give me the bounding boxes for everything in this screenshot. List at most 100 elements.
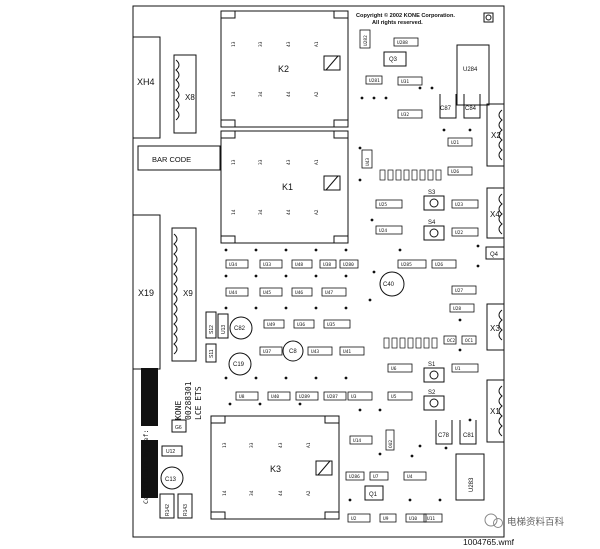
svg-text:13: 13 (231, 159, 237, 165)
c8-capacitor: C8 (282, 340, 304, 362)
solder-pad (348, 498, 352, 502)
svg-text:C81: C81 (463, 433, 475, 439)
svg-text:R143: R143 (183, 504, 189, 516)
solder-pad (298, 402, 302, 406)
solder-pad (430, 86, 434, 90)
x3-label: X3 (490, 324, 500, 333)
oc2-label: OC2 (447, 338, 455, 344)
svg-text:33: 33 (258, 41, 264, 47)
solder-pad (368, 298, 372, 302)
x4-connector: X4 (486, 187, 505, 239)
svg-text:34: 34 (249, 490, 255, 496)
svg-text:S2: S2 (428, 390, 436, 396)
solder-pad (314, 376, 318, 380)
solder-pad (410, 454, 414, 458)
svg-text:Q3: Q3 (389, 57, 398, 63)
certificate-label: Certificate by Ref: (142, 430, 150, 504)
svg-text:C40: C40 (383, 282, 395, 288)
u26-chip: U26 (447, 166, 473, 176)
copyright-line-1: Copyright © 2002 KONE Corporation. (356, 12, 455, 19)
u26-chip: U26 (431, 259, 457, 269)
resistor-bank-element (395, 169, 402, 181)
u26-label: U26 (435, 262, 443, 268)
solder-pad (344, 306, 348, 310)
svg-text:43: 43 (286, 41, 292, 47)
c13-capacitor: C13 (160, 466, 184, 490)
u1-label: U1 (455, 366, 461, 372)
ou2-label: OU2 (388, 440, 394, 448)
solder-pad (358, 408, 362, 412)
solder-pad (360, 96, 364, 100)
resistor-bank-element (419, 169, 426, 181)
u2-label: U2 (351, 516, 357, 522)
u10-label: U10 (409, 516, 417, 522)
svg-text:44: 44 (286, 91, 292, 97)
r142-resistor (159, 493, 175, 519)
solder-pad (442, 128, 446, 132)
c19-capacitor: C19 (228, 352, 252, 376)
svg-text:44: 44 (286, 209, 292, 215)
u46-chip: U46 (291, 287, 313, 297)
watermark: 电梯资料百科 (484, 513, 565, 528)
x1-connector: X1 (486, 379, 505, 443)
resistor-bank-element (423, 337, 430, 349)
svg-text:S3: S3 (428, 190, 436, 196)
u285-chip: U285 (397, 259, 427, 269)
u3-chip: U3 (347, 391, 373, 401)
u5-chip: U5 (387, 391, 413, 401)
svg-text:A1: A1 (306, 442, 312, 448)
u14-label: U14 (353, 438, 361, 444)
u9-chip: U9 (379, 513, 397, 523)
svg-text:S12: S12 (209, 325, 215, 334)
u33-label: U33 (263, 262, 271, 268)
solder-pad (418, 86, 422, 90)
u35-label: U35 (327, 322, 335, 328)
q1-transistor: Q1 (364, 485, 384, 501)
u31-chip: U31 (397, 76, 423, 86)
u21-label: U21 (451, 140, 459, 146)
svg-text:S11: S11 (209, 349, 215, 358)
u284-component (456, 44, 490, 106)
u287-chip: U287 (323, 391, 347, 401)
solder-pads (224, 86, 480, 502)
solder-pad (458, 318, 462, 322)
u289-chip: U289 (295, 391, 319, 401)
u4-chip: U4 (403, 471, 427, 481)
relay-k1: K1 13 14 33 34 43 44 A1 A2 (220, 130, 349, 244)
u7-label: U7 (373, 474, 379, 480)
u37-label: U37 (263, 349, 271, 355)
solder-pad (254, 306, 258, 310)
u14-chip: U14 (349, 435, 373, 445)
svg-text:43: 43 (278, 442, 284, 448)
solder-pad (344, 376, 348, 380)
u47-label: U47 (325, 290, 333, 296)
u10-chip: U10 (405, 513, 427, 523)
solder-pad (444, 446, 448, 450)
solder-pad (254, 248, 258, 252)
u23-chip: U23 (451, 199, 479, 209)
u40-label: U40 (271, 394, 279, 400)
resistor-bank-element (411, 169, 418, 181)
solder-pad (372, 96, 376, 100)
svg-text:34: 34 (258, 91, 264, 97)
watermark-text: 电梯资料百科 (507, 516, 565, 528)
u38-label: U38 (323, 262, 331, 268)
solder-pad (224, 306, 228, 310)
u45-label: U45 (263, 290, 271, 296)
copyright-line-2: All rights reserved. (372, 20, 423, 26)
x8-connector (173, 54, 197, 134)
u47-chip: U47 (321, 287, 347, 297)
u12-component (161, 445, 183, 457)
x3-connector: X3 (486, 303, 505, 351)
svg-text:14: 14 (231, 91, 237, 97)
u282-label: U282 (363, 35, 369, 46)
u33-chip: U33 (259, 259, 283, 269)
u32-chip: U32 (397, 109, 423, 119)
u286-chip: U286 (345, 471, 365, 481)
solder-pad (476, 264, 480, 268)
solder-pad (284, 274, 288, 278)
q3-transistor: Q3 (383, 51, 407, 67)
svg-text:C78: C78 (438, 433, 450, 439)
u8-label: U8 (239, 394, 245, 400)
solder-pad (344, 248, 348, 252)
